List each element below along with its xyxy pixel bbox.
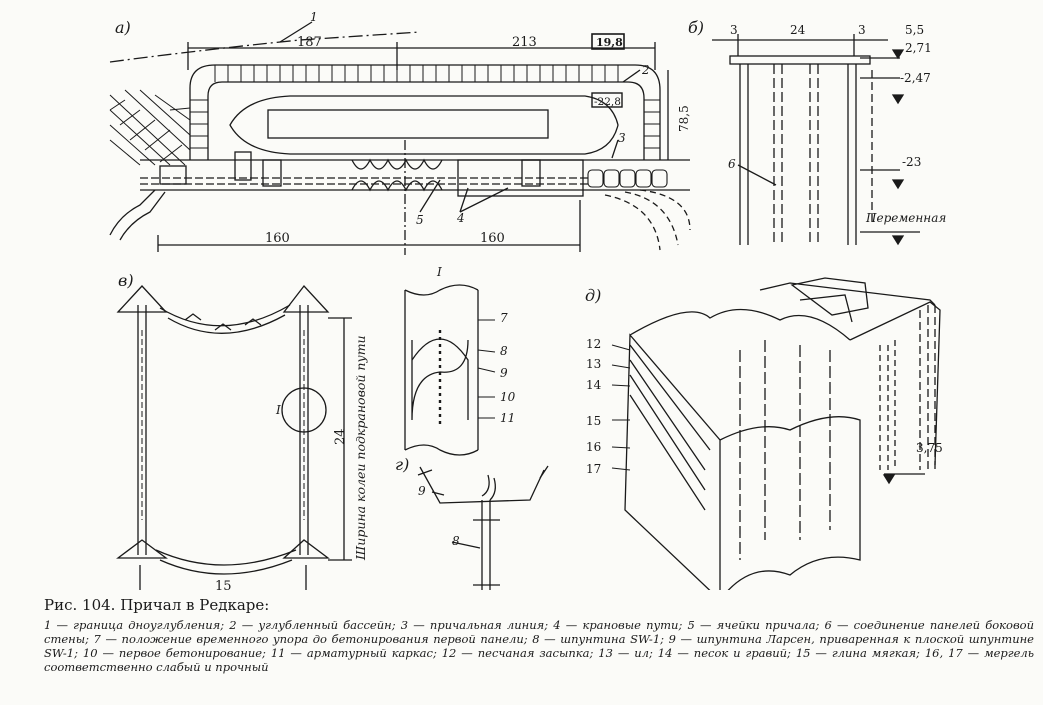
dim-187: 187 [297,35,322,50]
drawing-labels: а) 1 187 213 19,8 -22,8 2 3 78,5 160 160… [115,10,946,594]
callout-13: 13 [586,357,601,371]
callout-11: 11 [500,411,515,425]
dim-5-5: 5,5 [905,23,924,37]
profile-callout-8: 8 [452,534,460,548]
dim-78-5: 78,5 [677,105,691,132]
callout-4: 4 [456,211,465,225]
badge-19-8: 19,8 [596,36,623,49]
callout-9: 9 [500,366,508,380]
callout-7: 7 [500,311,508,325]
callout-1: 1 [310,10,318,24]
panel-b-section [712,34,920,246]
callout-3: 3 [618,131,626,145]
dim-3-left: 3 [730,23,738,37]
callout-16: 16 [586,440,601,454]
panel-d-isometric [611,277,941,602]
callout-12: 12 [586,337,601,351]
panel-d-label: д) [585,286,601,305]
variable-note: Переменная [865,211,946,225]
callout-2: 2 [641,63,650,77]
marker-I-v: I [275,403,281,417]
marker-I-g: I [436,265,442,279]
callout-15: 15 [586,414,601,428]
callout-10: 10 [500,390,516,404]
panel-g-joint [404,284,549,613]
panel-v-label: в) [118,271,134,290]
callout-8: 8 [500,344,508,358]
callout-6: 6 [728,157,736,171]
dim-24-v: 24 [333,428,348,445]
level-2-71: 2,71 [905,41,932,55]
dim-213: 213 [512,35,537,50]
figure-caption: Рис. 104. Причал в Редкаре: 1 — граница … [44,596,1034,674]
profile-callout-9: 9 [418,484,426,498]
dim-160-left: 160 [265,231,290,246]
level-3-75: 3,75 [916,441,943,455]
panel-a-plan [109,21,691,255]
dim-160-right: 160 [480,231,505,246]
technical-drawing: а) 1 187 213 19,8 -22,8 2 3 78,5 160 160… [109,10,946,613]
panel-g-label: г) [395,455,409,474]
badge-22-8: -22,8 [594,96,621,108]
caption-title: Рис. 104. Причал в Редкаре: [44,596,270,614]
dim-15: 15 [215,579,232,590]
callout-14: 14 [586,378,602,392]
panel-b-label: б) [688,18,704,37]
panel-v-cell-plan [116,284,352,600]
level-minus-23: -23 [902,155,921,169]
dim-24: 24 [790,23,806,37]
callout-5: 5 [416,213,424,227]
caption-body: 1 — граница дноуглубления; 2 — углубленн… [44,618,1034,674]
callout-17: 17 [586,462,601,476]
dim-3-right: 3 [858,23,866,37]
track-width-note: Ширина колеи подкрановой пути [353,335,368,561]
level-minus-2-47: -2,47 [900,71,931,85]
panel-a-label: а) [115,18,131,37]
